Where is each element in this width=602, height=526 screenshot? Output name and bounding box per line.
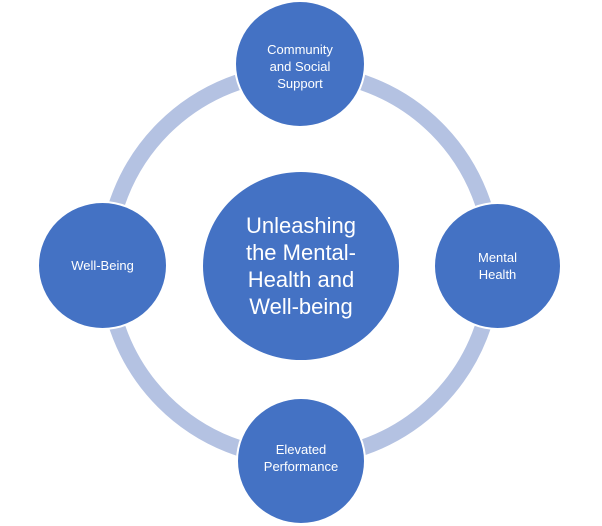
node-elevated-performance: Elevated Performance	[236, 397, 366, 525]
center-circle: Unleashing the Mental- Health and Well-b…	[201, 170, 401, 362]
node-label: Elevated Performance	[263, 442, 339, 474]
center-label: Unleashing the Mental- Health and Well-b…	[245, 213, 357, 319]
node-mental-health: Mental Health	[433, 202, 562, 330]
node-label: Well-Being	[71, 258, 134, 273]
node-community-social-support: Community and Social Support	[234, 0, 366, 128]
node-label: Mental Health	[477, 250, 518, 282]
node-well-being: Well-Being	[37, 201, 168, 330]
node-label: Community and Social Support	[267, 41, 333, 91]
